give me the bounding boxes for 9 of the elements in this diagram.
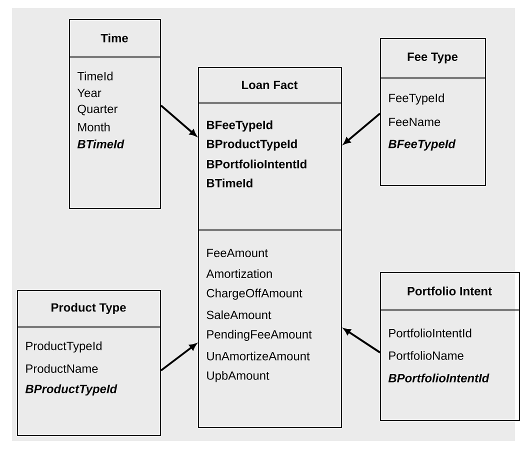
arrow bbox=[344, 112, 381, 144]
entity-box: Portfolio Intent PortfolioIntentId PortfolioName BPortfolioIntentId bbox=[380, 272, 520, 421]
arrow bbox=[344, 328, 381, 354]
entity-box: Fee Type FeeTypeId FeeName BFeeTypeId bbox=[380, 38, 486, 186]
entity-box: Product Type ProductTypeId ProductName BProductTypeId bbox=[16, 290, 161, 436]
entity-box: Loan Fact BFeeTypeId BProductTypeId BPortfolioIntentId BTimeId FeeAmount Amortization ChargeOffAmount SaleAmount PendingFeeAmount UnAmortizeAmount UpbAmount bbox=[198, 66, 342, 428]
arrow bbox=[160, 344, 196, 372]
arrow bbox=[160, 104, 197, 136]
entity-box: Time TimeId Year Quarter Month BTimeId bbox=[68, 19, 161, 209]
